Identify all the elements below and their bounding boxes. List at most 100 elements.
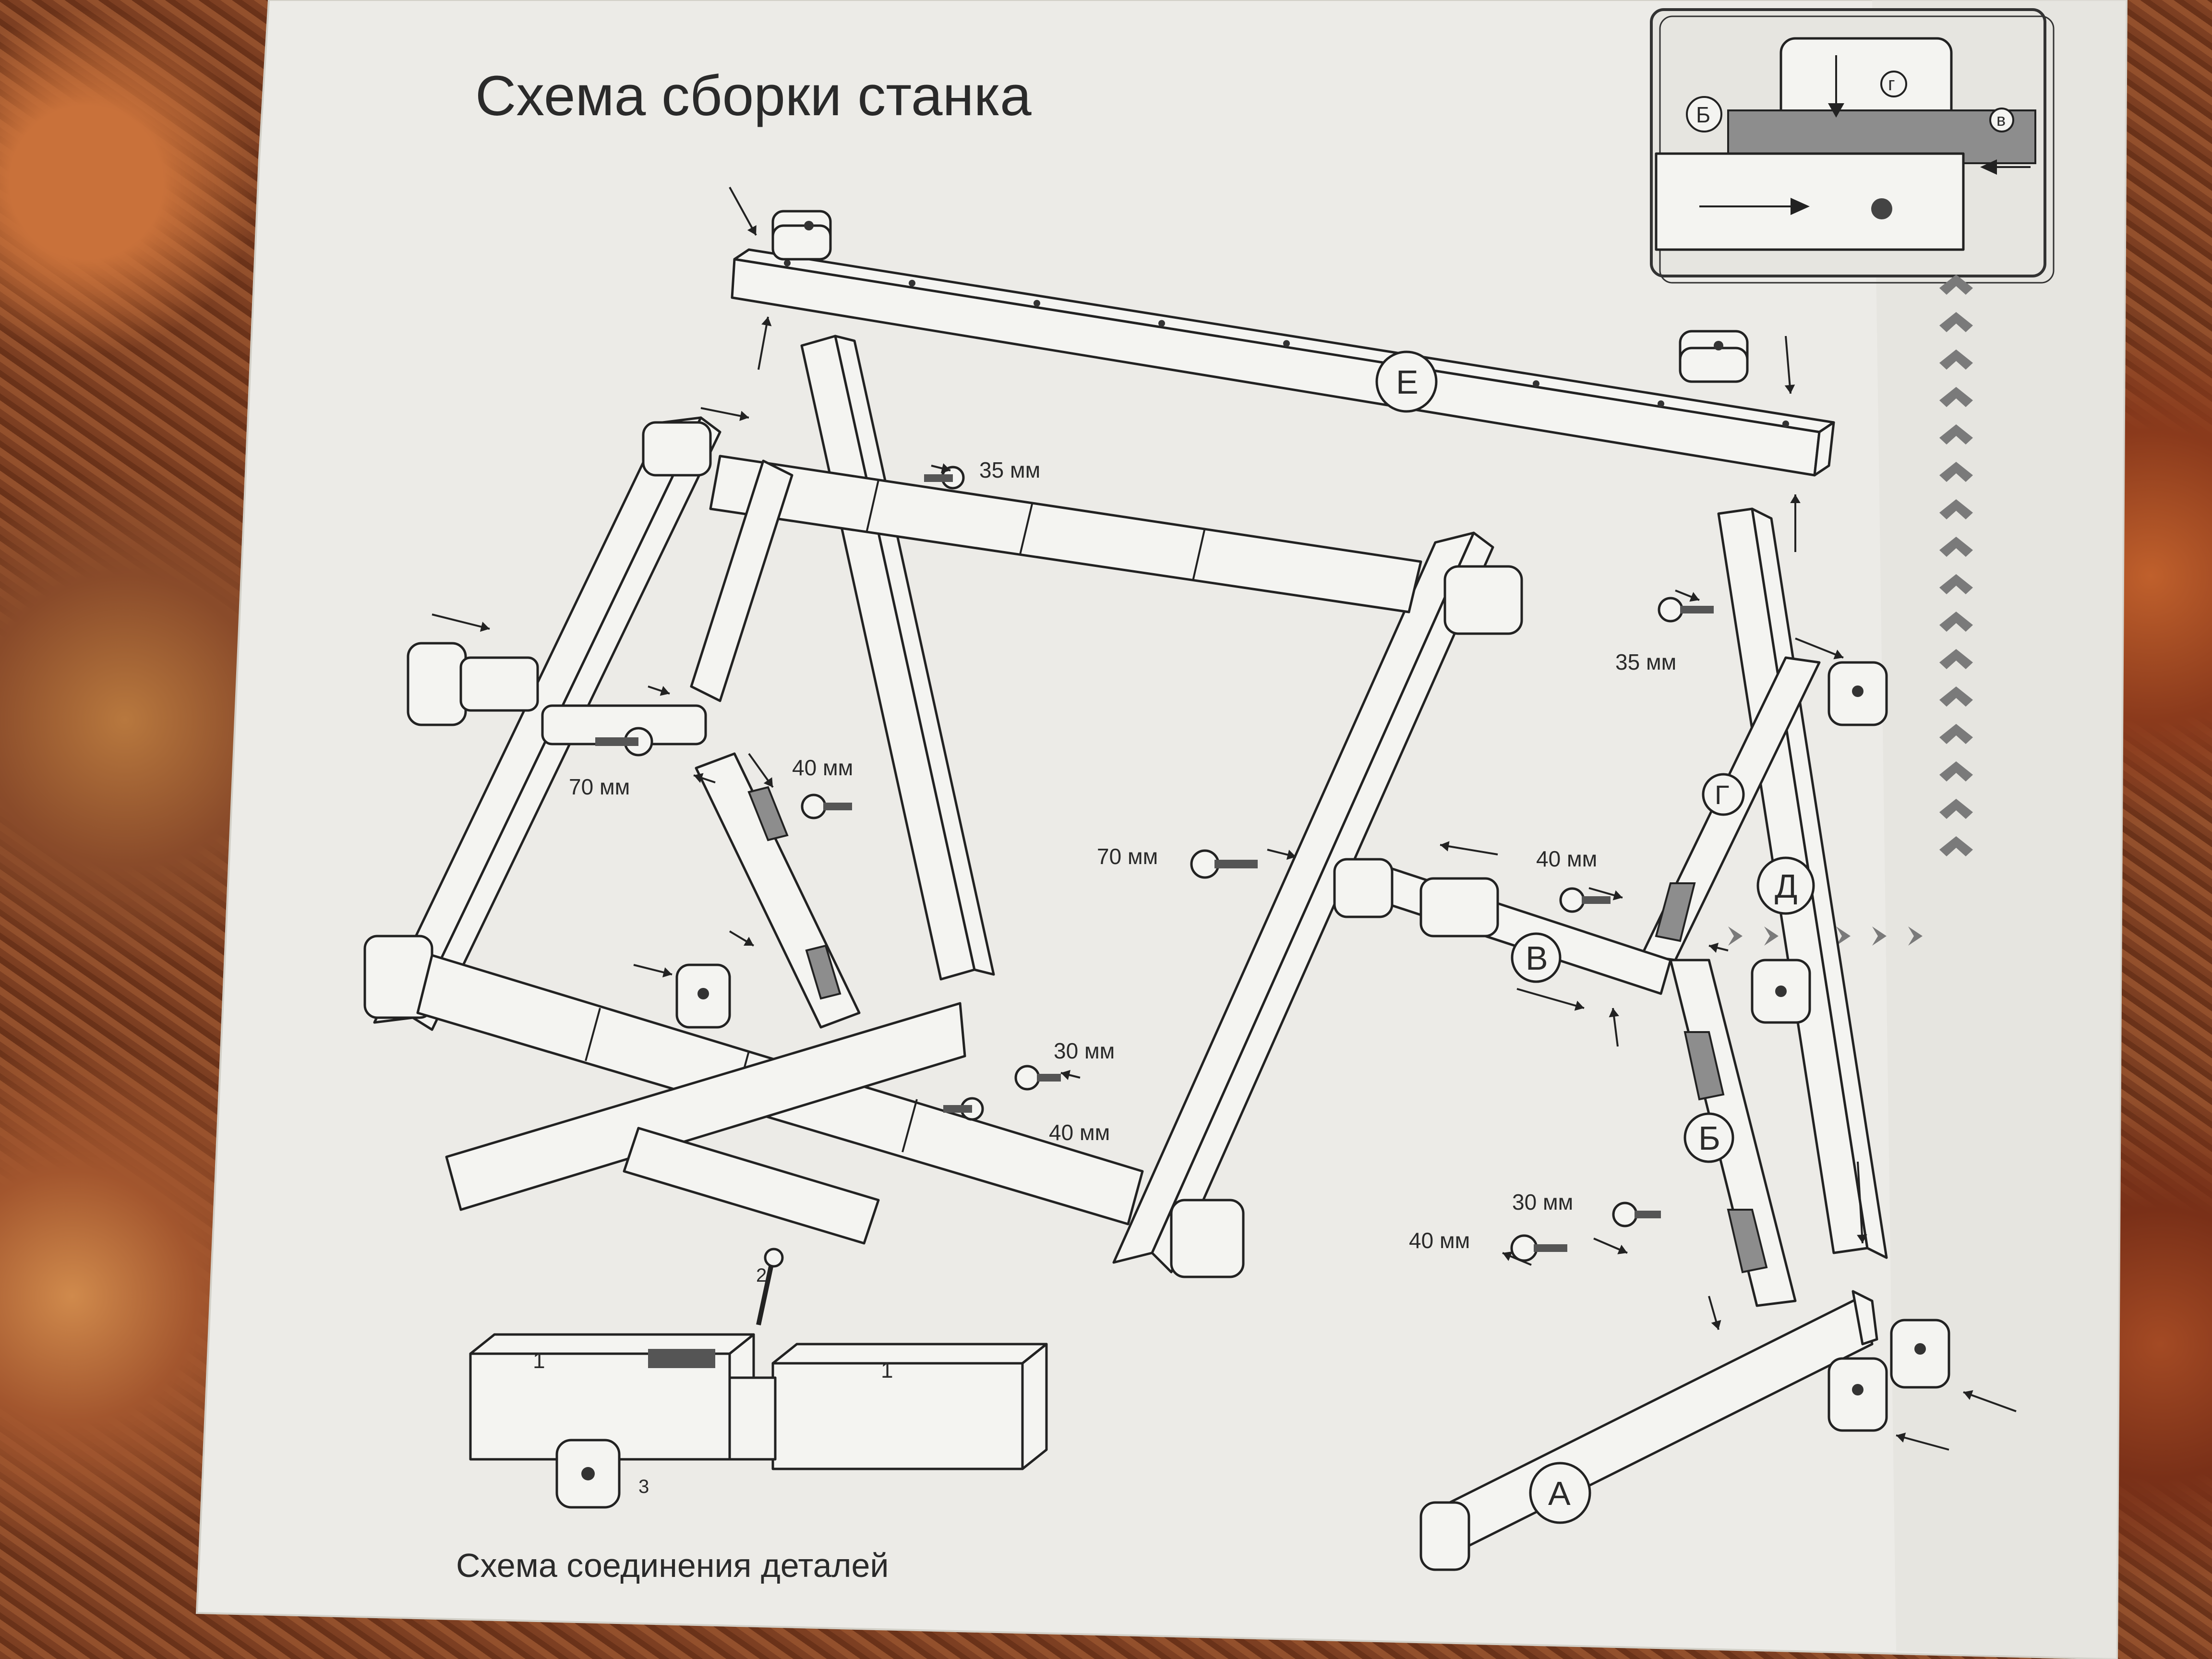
assembly-arrowhead (1612, 890, 1623, 901)
assembly-arrowhead (1784, 385, 1795, 394)
chevron-mark (1939, 499, 1973, 519)
part-g-label-circle (1702, 773, 1745, 816)
frame-right-side-bar (1112, 531, 1523, 1278)
part-d-label-circle (1756, 856, 1815, 915)
beam-hole (1533, 380, 1539, 387)
chevron-mark (1872, 926, 1887, 946)
chevron-mark (1908, 926, 1923, 946)
assembly-arrowhead (1574, 1000, 1584, 1011)
chevron-mark (1939, 836, 1973, 856)
joint-step-3: 3 (638, 1476, 649, 1497)
assembly-arrowhead (662, 967, 672, 978)
cap-top-left (771, 210, 832, 261)
detail-label-g-circle (1880, 71, 1907, 97)
label-30mm-right: 30 мм (1512, 1190, 1573, 1214)
assembly-arrowhead (1617, 1244, 1627, 1254)
detail-label-b-circle (1686, 96, 1722, 132)
assembly-arrowhead (1061, 1070, 1071, 1080)
assembly-arrowhead (940, 463, 950, 474)
assembly-arrowhead (1286, 850, 1296, 860)
screw-40-front (943, 1097, 984, 1121)
assembly-arrow (757, 316, 769, 370)
beam-hole (1283, 340, 1290, 347)
assembly-arrowhead (1711, 1320, 1721, 1330)
assembly-arrow (1896, 1434, 1949, 1451)
chevron-mark (1764, 926, 1779, 946)
joint-detail (469, 1248, 1048, 1509)
chevron-mark (1939, 649, 1973, 669)
diagram-subtitle: Схема соединения деталей (456, 1547, 889, 1584)
assembly-arrowhead (763, 777, 773, 787)
joint-step-1-left: 1 (533, 1348, 545, 1373)
chevron-mark (1939, 724, 1973, 744)
joint-step-2: 2 (756, 1265, 767, 1286)
part-a-label: А (1548, 1475, 1571, 1512)
beam-hole (1782, 421, 1789, 427)
screw-70-mid (1190, 849, 1258, 879)
label-35mm-top: 35 мм (979, 457, 1040, 482)
assembly-arrowhead (1790, 494, 1801, 503)
screw-70-left (595, 727, 653, 757)
screw-40-left (801, 793, 852, 819)
chevron-mark (1939, 462, 1973, 482)
beam-hole (1658, 400, 1664, 408)
part-e-top-beam (731, 248, 1835, 477)
cap-left-mid (675, 963, 731, 1029)
assembly-arrow (729, 187, 757, 236)
assembly-arrowhead (1857, 1234, 1867, 1243)
assembly-arrowhead (1440, 841, 1450, 852)
assembly-arrowhead (1963, 1390, 1973, 1400)
chevron-mark (1939, 686, 1973, 707)
label-70mm-left: 70 мм (569, 774, 630, 799)
part-e-label: Е (1396, 363, 1419, 401)
cap-right-3 (1890, 1319, 1950, 1389)
beam-hole (1034, 300, 1040, 307)
part-d-label: Д (1775, 867, 1797, 905)
assembly-arrowhead (660, 686, 670, 696)
cap-right-1 (1827, 661, 1888, 726)
assembly-arrow (1963, 1391, 2017, 1412)
chevron-mark (1939, 424, 1973, 445)
beam-hole (909, 279, 915, 287)
beam-hole (784, 260, 791, 266)
chevron-mark (1939, 537, 1973, 557)
assembly-arrowhead (761, 317, 772, 326)
part-b-label-circle (1683, 1112, 1734, 1163)
assembly-arrowhead (694, 773, 704, 783)
chevron-mark (1728, 926, 1743, 946)
cap-top-right (1679, 330, 1749, 383)
label-40mm-front: 40 мм (1049, 1120, 1110, 1145)
paper-shade (1872, 0, 2127, 1659)
left-hinge-arm-lower (695, 752, 861, 1029)
chevron-guide (1728, 275, 1973, 946)
part-e-label-circle (1375, 350, 1438, 413)
chevron-mark (1939, 387, 1973, 407)
assembly-arrow (1440, 844, 1498, 855)
assembly-arrow (1516, 988, 1585, 1009)
assembly-arrowhead (480, 622, 490, 632)
assembly-arrowhead (1503, 1251, 1513, 1261)
screw-30-front (1014, 1065, 1061, 1091)
part-g-label: Г (1715, 780, 1729, 810)
label-40mm-mid: 40 мм (1536, 846, 1597, 871)
assembly-arrowhead (1896, 1432, 1906, 1443)
assembly-arrowhead (739, 410, 749, 421)
screw-30-right (1612, 1202, 1661, 1227)
detail-label-b: Б (1696, 102, 1710, 127)
assembly-arrowhead (744, 937, 754, 946)
chevron-mark (1939, 761, 1973, 781)
assembly-arrowhead (747, 225, 757, 235)
screw-40-mid (1559, 887, 1611, 913)
detail-label-v-circle (1989, 108, 2014, 132)
part-a-label-circle (1529, 1462, 1591, 1524)
label-40mm-right: 40 мм (1409, 1228, 1470, 1253)
detail-bar-lower (1655, 152, 1965, 251)
left-tension-knob (407, 642, 707, 745)
assembly-arrowhead (1689, 592, 1699, 602)
assembly-arrow (1857, 1161, 1863, 1244)
chevron-mark (1836, 926, 1851, 946)
assembly-arrow (432, 613, 490, 630)
detail-label-g: г (1888, 73, 1895, 95)
